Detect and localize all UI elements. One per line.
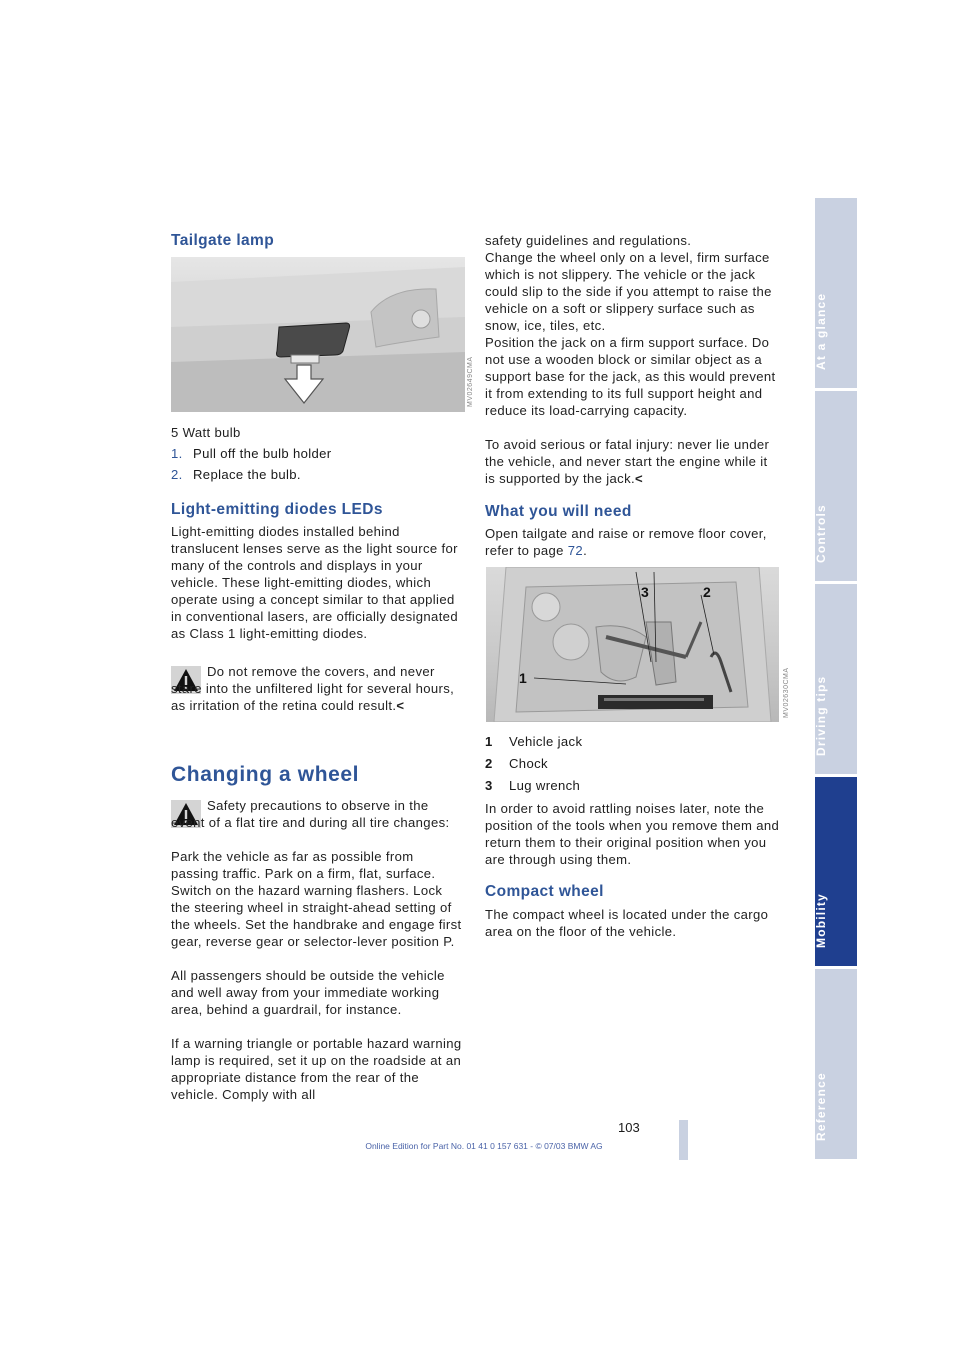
bulb-spec: 5 Watt bulb (171, 425, 241, 440)
safety-continued-injury: To avoid serious or fatal injury: never … (485, 436, 781, 487)
leds-warning-text: Do not remove the covers, and never star… (171, 664, 455, 713)
end-mark: < (396, 698, 405, 713)
tab-driving-tips[interactable]: Driving tips (814, 584, 857, 774)
callout-3: 3 (641, 584, 649, 600)
page-number: 103 (618, 1120, 640, 1135)
tailgate-step-1: 1. Pull off the bulb holder (171, 446, 331, 461)
step-number: 2. (171, 467, 183, 482)
leds-heading: Light-emitting diodes LEDs (171, 501, 383, 518)
safety-warning-triangle: If a warning triangle or portable hazard… (171, 1036, 462, 1102)
tools-note: In order to avoid rattling noises later,… (485, 801, 780, 867)
tab-label: At a glance (814, 292, 828, 370)
tab-label: Mobility (814, 893, 828, 948)
page-number-bar (679, 1120, 688, 1160)
what-you-need-intro: Open tailgate and raise or remove floor … (485, 525, 781, 559)
legend-item-1: 1 Vehicle jack (485, 734, 582, 749)
safety-warning-park: Park the vehicle as far as possible from… (171, 849, 462, 949)
tab-controls[interactable]: Controls (814, 391, 857, 581)
intro-text: Open tailgate and raise or remove floor … (485, 526, 767, 558)
tab-at-a-glance[interactable]: At a glance (814, 198, 857, 388)
safety-continued-guidelines: safety guidelines and regulations. (485, 233, 692, 248)
warning-icon (171, 800, 201, 828)
tailgate-step-2: 2. Replace the bulb. (171, 467, 301, 482)
legend-number: 2 (485, 756, 493, 771)
callout-1: 1 (519, 670, 527, 686)
tailgate-lamp-heading: Tailgate lamp (171, 232, 275, 249)
safety-warning-intro: Safety precautions to observe in the eve… (171, 798, 450, 830)
leds-warning: Do not remove the covers, and never star… (171, 663, 465, 714)
safety-continued-jack: Position the jack on a firm support surf… (485, 335, 776, 418)
leds-body: Light-emitting diodes installed behind t… (171, 524, 458, 641)
tab-label: Controls (814, 504, 828, 563)
page-72-link[interactable]: 72 (567, 543, 584, 558)
tab-mobility[interactable]: Mobility (814, 777, 857, 966)
legend-text: Chock (509, 756, 548, 771)
warning-icon (171, 666, 201, 694)
step-text: Pull off the bulb holder (193, 446, 332, 461)
legend-item-3: 3 Lug wrench (485, 778, 580, 793)
callout-2: 2 (703, 584, 711, 600)
end-mark: < (634, 471, 643, 486)
legend-number: 3 (485, 778, 493, 793)
tool-kit-figure: 3 2 1 (486, 567, 779, 722)
legend-text: Vehicle jack (509, 734, 583, 749)
what-you-need-heading: What you will need (485, 503, 632, 520)
compact-wheel-heading: Compact wheel (485, 883, 604, 900)
tab-label: Driving tips (814, 675, 828, 756)
tailgate-figure-code: MV02649CMA (467, 356, 474, 407)
safety-warning-passengers: All passengers should be outside the veh… (171, 968, 445, 1017)
legend-text: Lug wrench (509, 778, 581, 793)
tailgate-lamp-illustration (171, 267, 465, 412)
safety-continued-surface: Change the wheel only on a level, firm s… (485, 250, 772, 333)
changing-wheel-heading: Changing a wheel (171, 763, 360, 786)
tailgate-lamp-figure (171, 257, 465, 412)
step-text: Replace the bulb. (193, 467, 301, 482)
legend-item-2: 2 Chock (485, 756, 548, 771)
tool-kit-figure-code: MV02630CMA (783, 667, 790, 718)
safety-injury-text: To avoid serious or fatal injury: never … (485, 437, 770, 486)
footer-edition-note: Online Edition for Part No. 01 41 0 157 … (365, 1141, 603, 1151)
compact-wheel-body: The compact wheel is located under the c… (485, 907, 769, 939)
tab-reference[interactable]: Reference (814, 969, 857, 1159)
step-number: 1. (171, 446, 183, 461)
legend-number: 1 (485, 734, 493, 749)
intro-end: . (583, 543, 588, 558)
tab-label: Reference (814, 1072, 828, 1141)
tool-kit-illustration (493, 567, 772, 722)
